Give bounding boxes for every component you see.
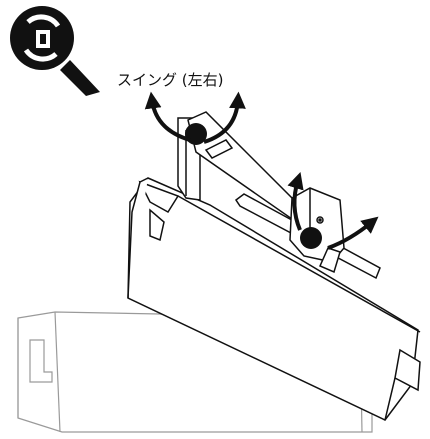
- pivot-knob-top: [185, 123, 207, 145]
- rotate-wrench-icon: [10, 6, 100, 96]
- pivot-knob-lower: [300, 227, 322, 249]
- swing-label: スイング (左右): [117, 71, 223, 89]
